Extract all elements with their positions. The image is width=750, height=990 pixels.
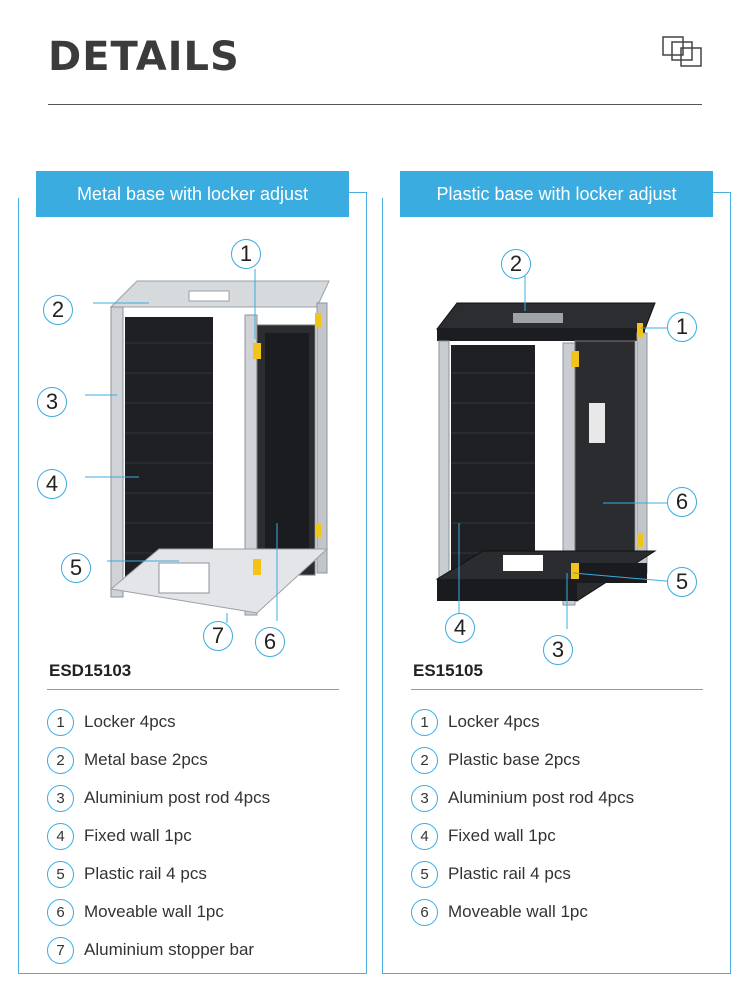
item-label: Plastic rail 4 pcs: [448, 864, 571, 883]
callout-3: 3: [543, 635, 573, 665]
list-item: 3 Aluminium post rod 4pcs: [411, 779, 711, 817]
item-number: 1: [47, 708, 74, 736]
list-item: 1 Locker 4pcs: [47, 703, 347, 741]
product-photo-plastic-rack: [393, 233, 723, 663]
item-number: 3: [411, 784, 438, 812]
page-title: DETAILS: [48, 34, 240, 80]
callout-5: 5: [667, 567, 697, 597]
parts-list: 1 Locker 4pcs 2 Plastic base 2pcs 3 Alumini…: [411, 703, 711, 931]
callout-4: 4: [445, 613, 475, 643]
item-label: Locker 4pcs: [448, 712, 540, 731]
item-number: 7: [47, 936, 74, 964]
list-item: 7 Aluminium stopper bar: [47, 931, 347, 969]
item-number: 5: [411, 860, 438, 888]
callout-7: 7: [203, 621, 233, 651]
item-number: 6: [411, 898, 438, 926]
item-label: Fixed wall 1pc: [448, 826, 556, 845]
callout-4: 4: [37, 469, 67, 499]
list-item: 4 Fixed wall 1pc: [411, 817, 711, 855]
metal-rack-illustration: [85, 269, 330, 623]
callout-1: 1: [231, 239, 261, 269]
panel-header: Plastic base with locker adjust: [400, 171, 713, 217]
item-label: Plastic rail 4 pcs: [84, 864, 207, 883]
item-number: 5: [47, 860, 74, 888]
item-label: Aluminium post rod 4pcs: [84, 788, 271, 807]
item-label: Moveable wall 1pc: [448, 902, 588, 921]
product-panel-metal: Metal base with locker adjust: [18, 171, 367, 974]
list-item: 2 Metal base 2pcs: [47, 741, 347, 779]
panel-header: Metal base with locker adjust: [36, 171, 349, 217]
list-item: 1 Locker 4pcs: [411, 703, 711, 741]
model-divider: [411, 689, 703, 690]
item-label: Locker 4pcs: [84, 712, 176, 731]
item-label: Fixed wall 1pc: [84, 826, 192, 845]
plastic-rack-illustration: [435, 267, 679, 629]
callout-3: 3: [37, 387, 67, 417]
callout-6: 6: [255, 627, 285, 657]
title-divider: [48, 104, 702, 105]
callout-1: 1: [667, 312, 697, 342]
squares-logo-icon: [662, 36, 702, 67]
item-label: Aluminium stopper bar: [84, 940, 255, 959]
callout-2: 2: [501, 249, 531, 279]
item-label: Aluminium post rod 4pcs: [448, 788, 635, 807]
list-item: 4 Fixed wall 1pc: [47, 817, 347, 855]
callout-6: 6: [667, 487, 697, 517]
item-number: 6: [47, 898, 74, 926]
item-number: 2: [47, 746, 74, 774]
item-number: 2: [411, 746, 438, 774]
item-number: 3: [47, 784, 74, 812]
product-photo-metal-rack: [29, 233, 359, 663]
callout-2: 2: [43, 295, 73, 325]
list-item: 5 Plastic rail 4 pcs: [47, 855, 347, 893]
list-item: 6 Moveable wall 1pc: [411, 893, 711, 931]
item-label: Metal base 2pcs: [84, 750, 208, 769]
item-number: 4: [47, 822, 74, 850]
list-item: 3 Aluminium post rod 4pcs: [47, 779, 347, 817]
item-number: 4: [411, 822, 438, 850]
item-number: 1: [411, 708, 438, 736]
product-panel-plastic: Plastic base with locker adjust: [382, 171, 731, 974]
list-item: 6 Moveable wall 1pc: [47, 893, 347, 931]
list-item: 5 Plastic rail 4 pcs: [411, 855, 711, 893]
list-item: 2 Plastic base 2pcs: [411, 741, 711, 779]
callout-5: 5: [61, 553, 91, 583]
item-label: Plastic base 2pcs: [448, 750, 581, 769]
model-number: ESD15103: [49, 661, 132, 680]
model-divider: [47, 689, 339, 690]
model-number: ES15105: [413, 661, 483, 680]
item-label: Moveable wall 1pc: [84, 902, 224, 921]
